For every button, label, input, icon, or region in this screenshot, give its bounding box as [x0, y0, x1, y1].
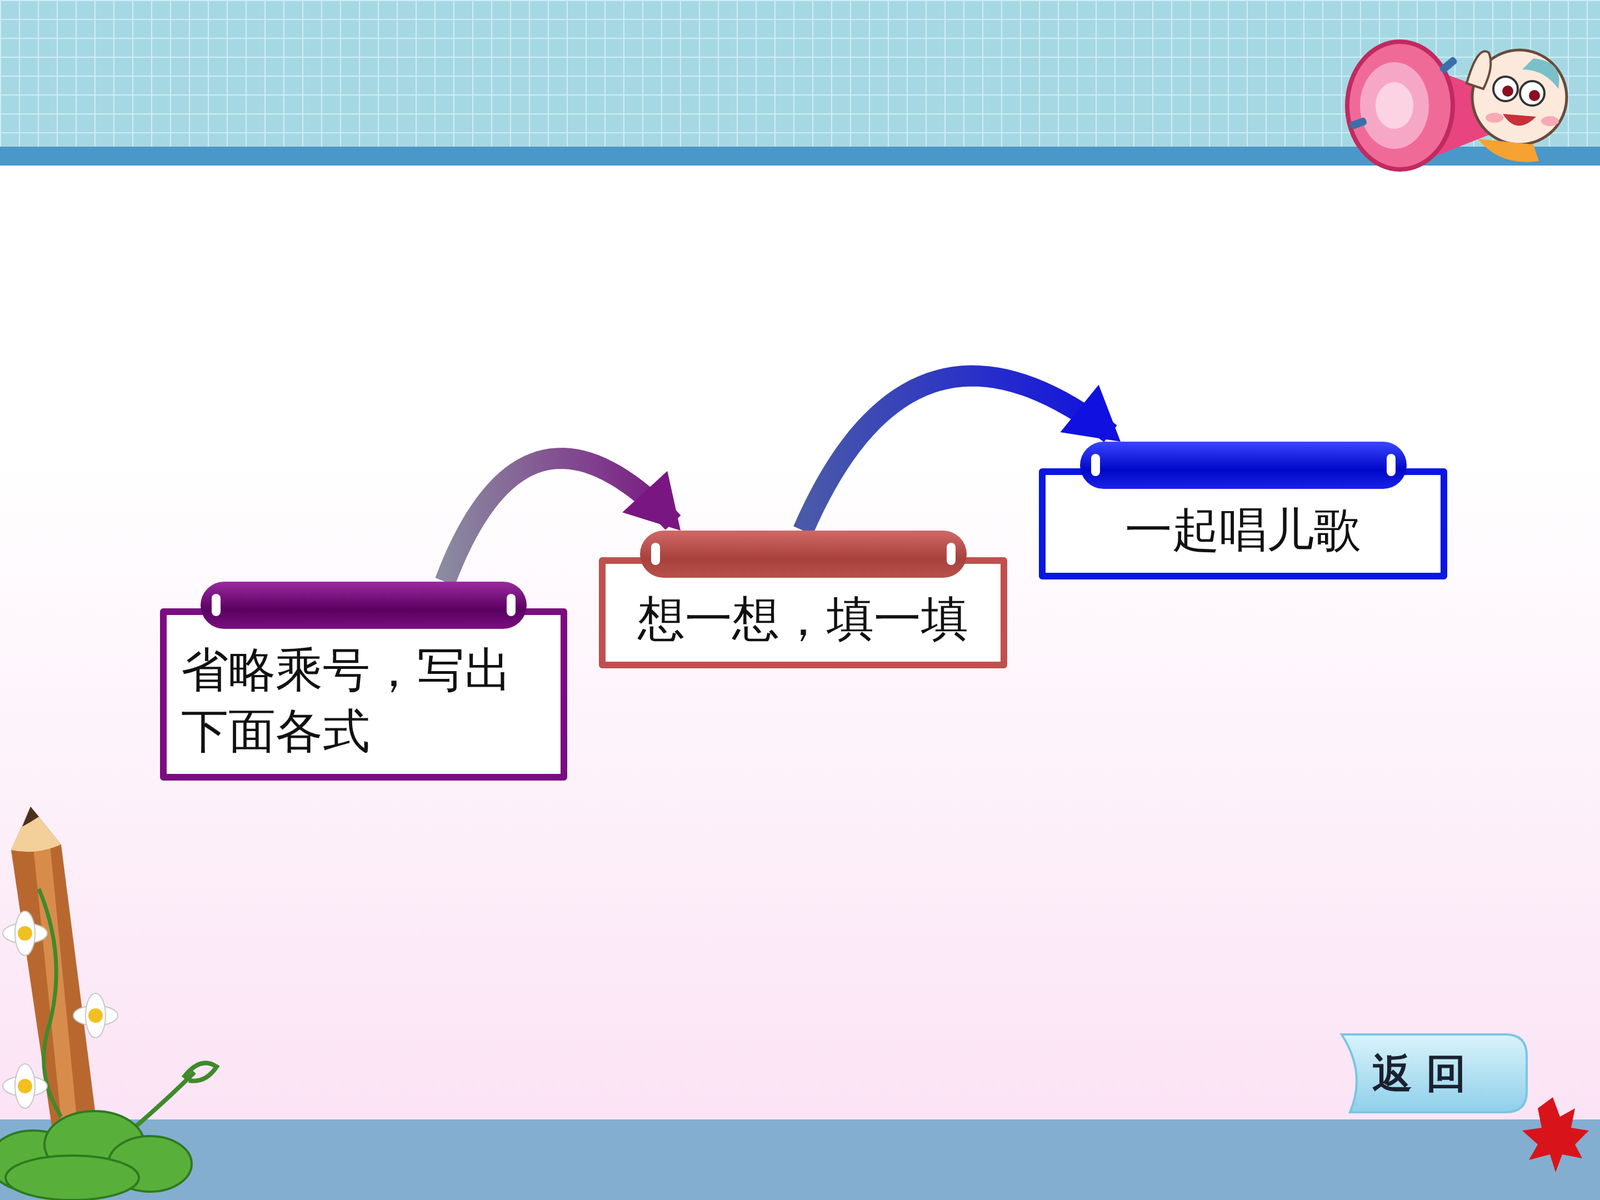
note-box: 想一想，填一填: [598, 530, 1008, 669]
box-text: 想一想，填一填: [620, 588, 987, 650]
box-text: 一起唱儿歌: [1060, 499, 1427, 561]
arrow-head: [622, 471, 681, 531]
tab-decoration: [1080, 441, 1407, 489]
pencil-illustration: [0, 806, 217, 1200]
tab-slot: [1091, 453, 1100, 477]
note-box: 一起唱儿歌: [1038, 441, 1448, 580]
tab-slot: [211, 593, 221, 617]
megaphone-cartoon: [1347, 41, 1567, 170]
footer-band: [0, 1119, 1600, 1200]
tab-slot: [1386, 453, 1396, 477]
tab-slot: [651, 542, 660, 565]
tab-slot: [946, 542, 956, 565]
arrow-head: [1060, 385, 1121, 442]
tab-decoration: [640, 530, 967, 578]
box-body: 省略乘号，写出下面各式: [160, 608, 568, 781]
tab-slot: [506, 593, 516, 617]
box-text: 省略乘号，写出下面各式: [181, 639, 547, 762]
tab-decoration: [200, 581, 527, 629]
back-button: [1341, 1034, 1527, 1113]
button-label: 返 回: [1372, 1047, 1467, 1101]
maple-leaf: [1522, 1097, 1589, 1173]
note-box: 省略乘号，写出下面各式: [160, 581, 568, 781]
